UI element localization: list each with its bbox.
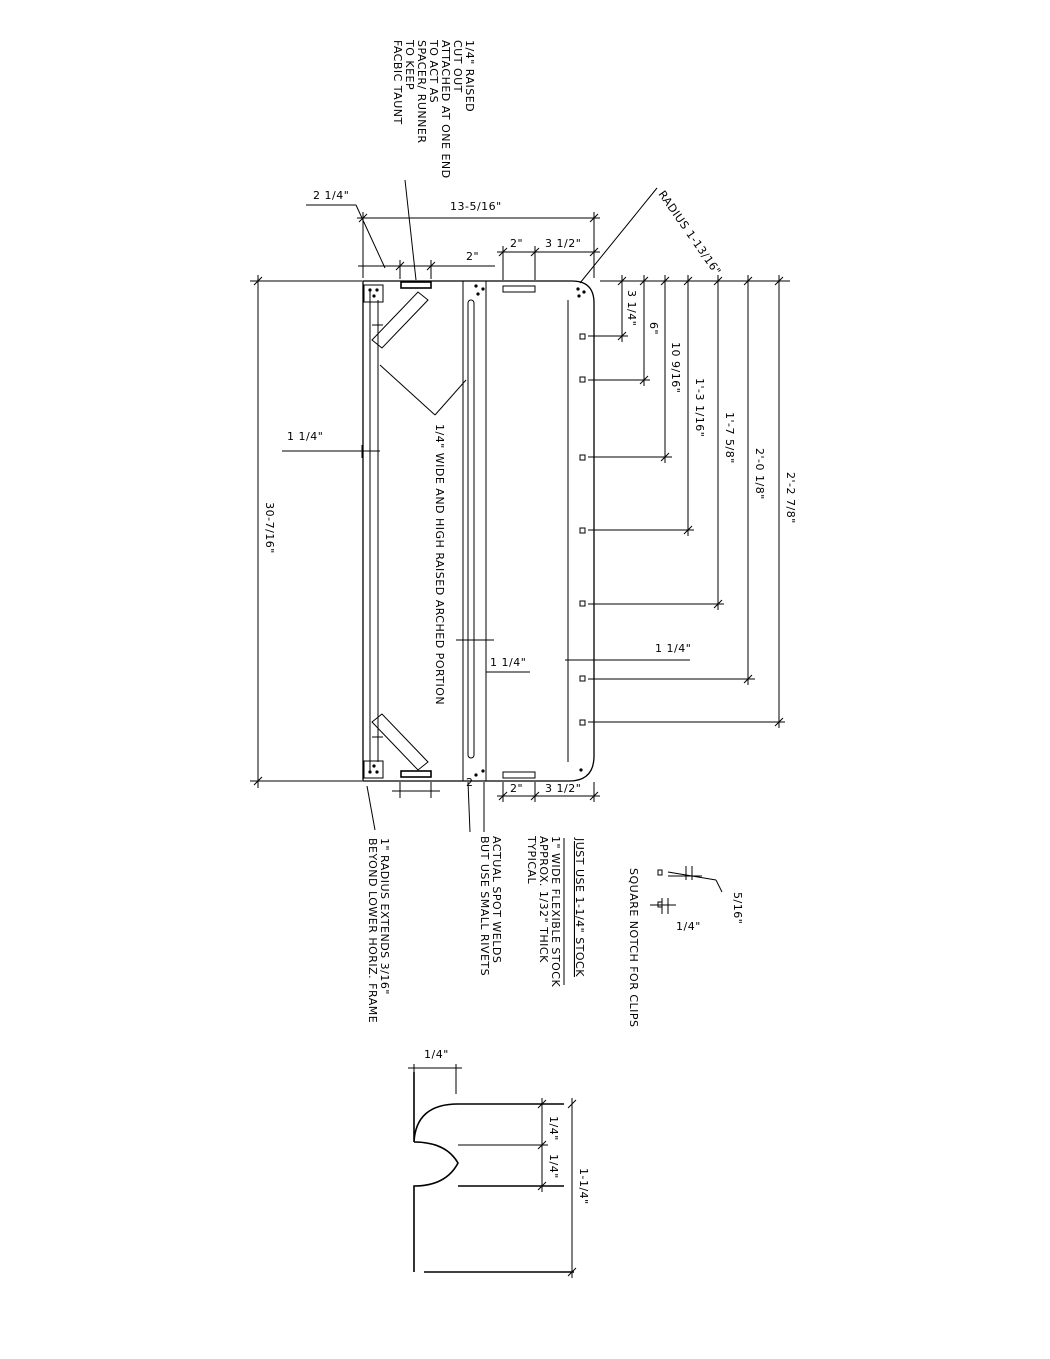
profile-dim-b: 1/4" bbox=[547, 1154, 560, 1179]
left-offset-label: 2 1/4" bbox=[313, 189, 349, 202]
clip-offset-7: 2'-2 7/8" bbox=[784, 472, 797, 524]
clip-offset-4: 1'-3 1/16" bbox=[693, 378, 706, 437]
clip-offset-2: 6" bbox=[647, 322, 660, 335]
note-stock-1: JUST USE 1-1/4" STOCK bbox=[573, 837, 586, 977]
note-raised-7: FACBIC TAUNT bbox=[391, 40, 404, 125]
notch-label: SQUARE NOTCH FOR CLIPS bbox=[627, 868, 640, 1028]
note-welds-2: BUT USE SMALL RIVETS bbox=[478, 836, 491, 976]
bottom-slot bbox=[502, 771, 536, 779]
arched-slot bbox=[467, 299, 475, 759]
brace-top bbox=[371, 291, 429, 349]
note-raised-4: TO ACT AS bbox=[427, 39, 440, 103]
spacer-width-label: 2" bbox=[466, 250, 479, 263]
note-stock-3: APPROX. 1/32" THICK bbox=[537, 836, 550, 963]
notch-detail: 5/16" 1/4" SQUARE NOTCH FOR CLIPS bbox=[627, 866, 744, 1028]
corner-pad-top-left bbox=[363, 284, 384, 303]
top-slot bbox=[502, 285, 536, 293]
profile-top-width: 1/4" bbox=[424, 1048, 449, 1061]
spacer-top bbox=[400, 281, 432, 289]
note-radius-1: 1" RADIUS EXTENDS 3/16" bbox=[378, 838, 391, 995]
frame-right-label: 1 1/4" bbox=[655, 642, 691, 655]
frame-mid-label: 1 1/4" bbox=[490, 656, 526, 669]
bottom-marker-label: 2 bbox=[466, 776, 474, 789]
dimension-lines bbox=[250, 179, 790, 985]
note-welds-1: ACTUAL SPOT WELDS bbox=[490, 836, 503, 963]
corner-pad-bottom-left bbox=[363, 760, 384, 779]
note-radius-2: BEYOND LOWER HORIZ. FRAME bbox=[366, 838, 379, 1023]
clip-offset-3: 10 9/16" bbox=[669, 342, 682, 393]
profile-detail: 1/4" 1/4" 1/4" 1-1/4" bbox=[408, 1048, 590, 1278]
clip-offset-1: 3 1/4" bbox=[625, 290, 638, 326]
note-raised-1: 1/4" RAISED bbox=[463, 40, 476, 112]
clip-offset-5: 1'-7 5/8" bbox=[723, 412, 736, 464]
profile-total: 1-1/4" bbox=[577, 1168, 590, 1205]
notch-dim-a: 5/16" bbox=[731, 892, 744, 924]
profile-lower bbox=[413, 1141, 459, 1272]
note-raised-2: CUT OUT bbox=[451, 40, 464, 93]
clip-offset-6: 2'-0 1/8" bbox=[753, 448, 766, 500]
notch-dim-b: 1/4" bbox=[676, 920, 701, 933]
clip-notches bbox=[579, 333, 586, 726]
overall-height-label: 30-7/16" bbox=[263, 502, 276, 554]
note-raised-5: SPACER/ RUNNER bbox=[415, 40, 428, 143]
note-stock-4: TYPICAL bbox=[525, 835, 538, 885]
profile-outline bbox=[413, 1072, 564, 1143]
radius-label: RADIUS 1-13/16" bbox=[656, 188, 724, 278]
main-frame bbox=[362, 280, 595, 782]
frame-outline bbox=[362, 280, 595, 782]
spacer-bottom bbox=[400, 770, 432, 778]
note-stock-2: 1" WIDE FLEXIBLE STOCK bbox=[549, 836, 562, 987]
frame-left-label: 1 1/4" bbox=[287, 430, 323, 443]
profile-dim-a: 1/4" bbox=[547, 1116, 560, 1141]
dimension-labels: 30-7/16" 2 1/4" 13-5/16" 2" 2" 3 1/2" RA… bbox=[263, 188, 797, 795]
slot-width-bottom-label: 2" bbox=[510, 782, 523, 795]
slot-gap-top-label: 3 1/2" bbox=[545, 237, 581, 250]
note-raised-6: TO KEEP bbox=[403, 39, 416, 90]
note-raised-3: ATTACHED AT ONE END bbox=[439, 40, 452, 179]
slot-gap-bottom-label: 3 1/2" bbox=[545, 782, 581, 795]
slot-width-top-label: 2" bbox=[510, 237, 523, 250]
note-arched: 1/4" WIDE AND HIGH RAISED ARCHED PORTION bbox=[433, 424, 446, 705]
brace-bottom bbox=[371, 713, 429, 771]
notes: 1/4" RAISED CUT OUT ATTACHED AT ONE END … bbox=[366, 39, 586, 1023]
top-width-label: 13-5/16" bbox=[450, 200, 502, 213]
rivets bbox=[368, 284, 586, 777]
